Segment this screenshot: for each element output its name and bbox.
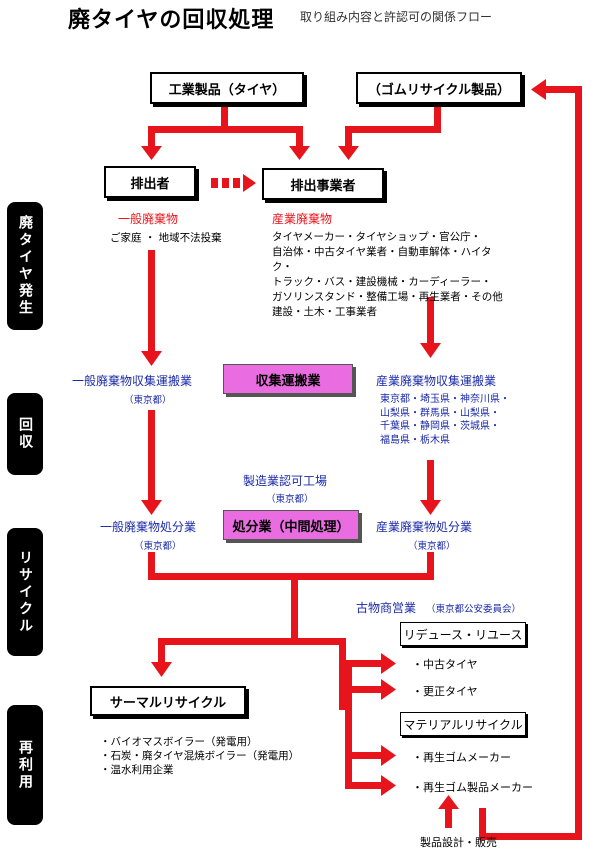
general-waste-collection-auth: （東京都） [124, 395, 172, 406]
collection-area-line: 東京都・埼玉県・神奈川県・ [380, 394, 510, 405]
industrial-waste-sources: タイヤメーカー・タイヤショップ・官公庁・ 自治体・中古タイヤ業者・自動車解体・ハ… [272, 230, 512, 320]
collection-area-line: 千葉県・静岡県・茨城県・ [380, 421, 500, 432]
general-waste-label: 一般廃棄物 [118, 212, 179, 226]
thermal-items: ・バイオマスボイラー（発電用） ・石炭・廃タイヤ混焼ボイラー（発電用） ・温水利… [100, 735, 299, 777]
material-item: ・再生ゴム製品メーカー [412, 781, 533, 794]
general-waste-source: ご家庭 ・ 地域不法投棄 [110, 232, 222, 244]
antique-auth: （東京都公安委員会） [426, 604, 522, 615]
thermal-item: ・温水利用企業 [100, 764, 174, 776]
material-recycle-box: マテリアルリサイクル [400, 712, 526, 736]
manufacture-label: 製造業認可工場 [243, 474, 328, 488]
reduce-reuse-box: リデュース・リユース [400, 622, 526, 646]
collection-area-line: 山梨県・群馬県・山梨県・ [380, 407, 500, 419]
industrial-waste-label: 産業廃棄物 [272, 212, 333, 226]
industrial-source-line: タイヤメーカー・タイヤショップ・官公庁・ [272, 231, 482, 243]
material-item: ・再生ゴムメーカー [412, 751, 511, 764]
page-title: 廃タイヤの回収処理 [68, 8, 275, 33]
industrial-source-line: 建設・土木・工事業者 [272, 306, 377, 318]
industrial-collection-areas: 東京都・埼玉県・神奈川県・ 山梨県・群馬県・山梨県・ 千葉県・静岡県・茨城県・ … [380, 393, 515, 447]
collection-box: 収集運搬業 [223, 364, 353, 394]
disposal-box: 処分業（中間処理） [223, 510, 359, 540]
industrial-source-line: 自治体・中古タイヤ業者・自動車解体・ハイタク・ [272, 246, 492, 273]
thermal-item: ・石炭・廃タイヤ混焼ボイラー（発電用） [100, 750, 300, 762]
general-waste-disposal-auth: （東京都） [134, 541, 182, 552]
industrial-product-box: 工業製品（タイヤ） [150, 72, 304, 104]
general-waste-disposal: 一般廃棄物処分業 [100, 520, 197, 534]
side-label-collection: 回収 [7, 393, 43, 475]
side-label-reuse: 再利用 [7, 705, 43, 825]
side-label-generation: 廃タイヤ発生 [7, 202, 43, 330]
sales-label: 製品設計・販売 [420, 836, 497, 849]
thermal-item: ・バイオマスボイラー（発電用） [100, 736, 258, 748]
discharger-box: 排出者 [104, 166, 196, 198]
industrial-waste-disposal: 産業廃棄物処分業 [376, 520, 473, 534]
manufacture-auth: （東京都） [266, 494, 314, 505]
industrial-source-line: ガソリンスタンド・整備工場・再生業者・その他 [272, 291, 503, 303]
industrial-waste-disposal-auth: （東京都） [408, 541, 456, 552]
reuse-item: ・更正タイヤ [412, 685, 478, 698]
industrial-source-line: トラック・バス・建設機械・カーディーラー・ [272, 276, 492, 288]
page-subtitle: 取り組み内容と許認可の関係フロー [300, 10, 493, 24]
side-label-recycle: リサイクル [7, 528, 43, 656]
antique-label: 古物商営業 [356, 601, 417, 615]
thermal-recycle-box: サーマルリサイクル [90, 686, 246, 716]
rubber-product-box: （ゴムリサイクル製品） [356, 72, 522, 104]
general-waste-collection: 一般廃棄物収集運搬業 [72, 374, 193, 388]
business-discharger-box: 排出事業者 [262, 168, 384, 200]
collection-area-line: 福島県・栃木県 [380, 434, 450, 446]
industrial-waste-collection: 産業廃棄物収集運搬業 [376, 374, 497, 388]
reuse-item: ・中古タイヤ [412, 658, 478, 671]
